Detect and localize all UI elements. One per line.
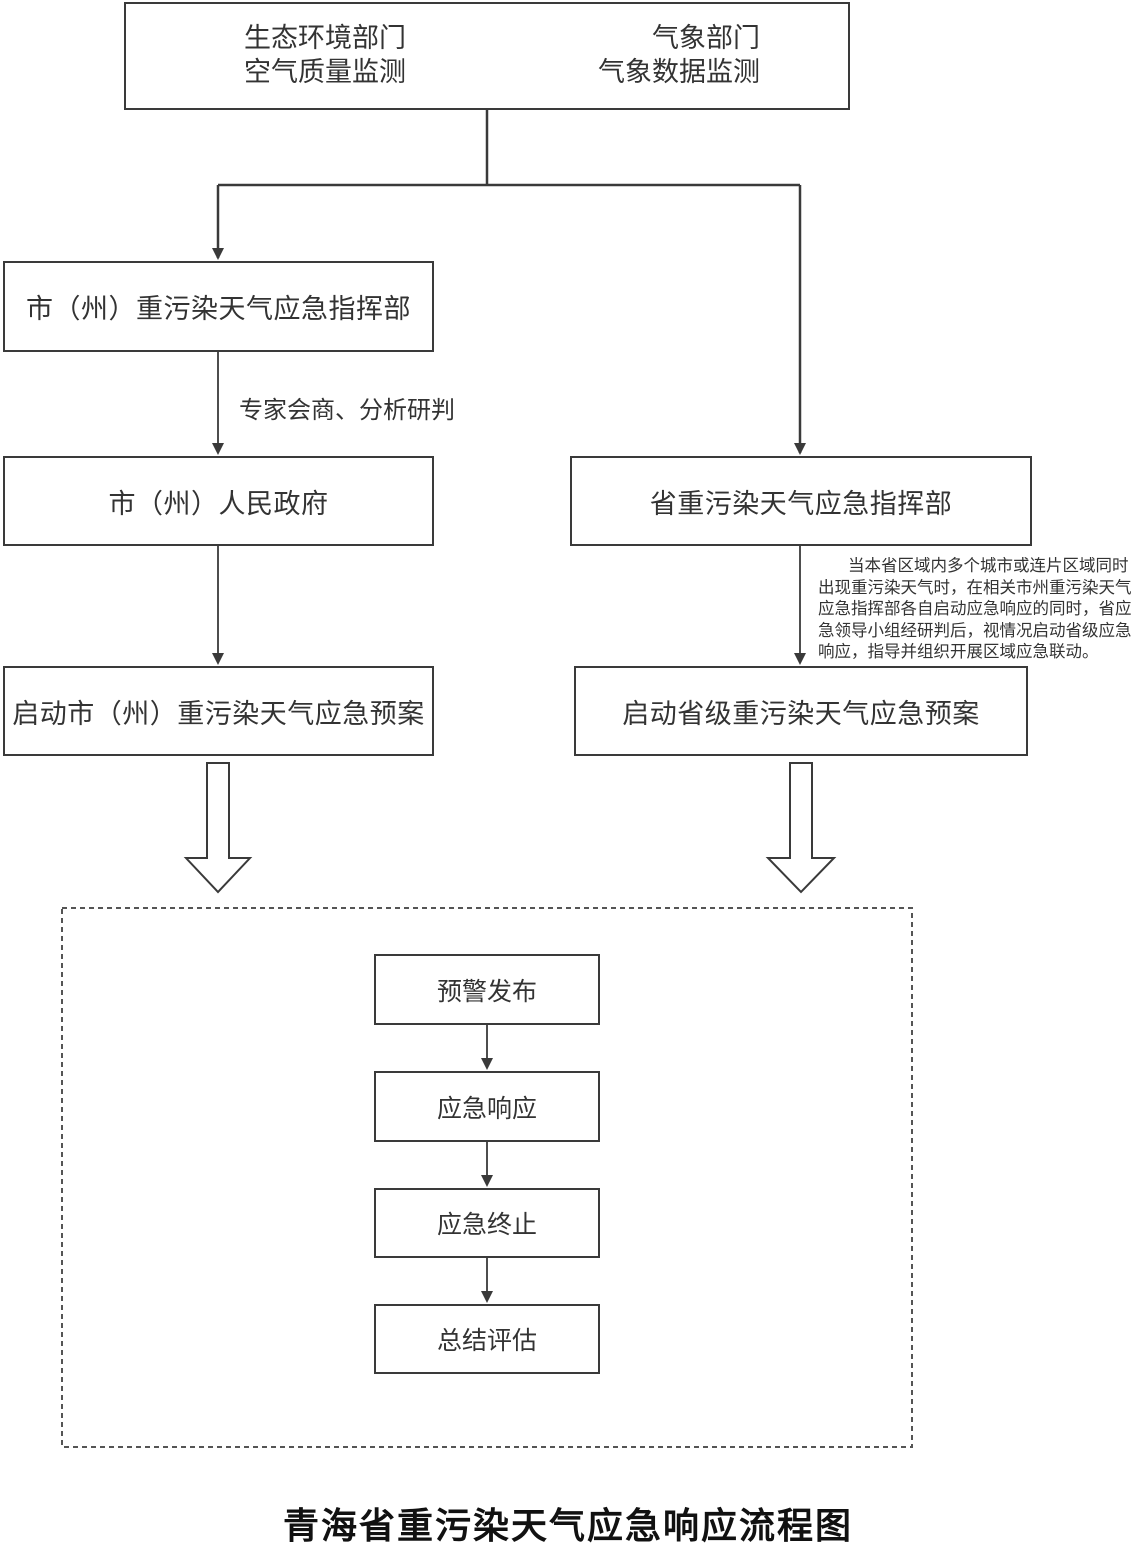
weather-data-label: 气象数据监测 (598, 57, 760, 88)
province-command-label: 省重污染天气应急指挥部 (649, 488, 953, 520)
hollow-arrow-left (183, 762, 253, 894)
city-command-label: 市（州）重污染天气应急指挥部 (26, 294, 411, 325)
connector-top-split (218, 110, 800, 187)
ecology-dept-text: 生态环境部门 空气质量监测 (200, 22, 450, 90)
city-plan-label: 启动市（州）重污染天气应急预案 (12, 698, 425, 730)
step-emergency-response: 应急响应 (374, 1071, 600, 1142)
province-note-line: 出现重污染天气时，在相关市州重污染天气 (818, 577, 1132, 597)
province-note-line: 应急指挥部各自启动应急响应的同时，省应 (818, 599, 1132, 618)
city-plan-box: 启动市（州）重污染天气应急预案 (3, 666, 434, 756)
city-government-box: 市（州）人民政府 (3, 456, 434, 546)
step-summary-evaluation: 总结评估 (374, 1304, 600, 1374)
step-label: 应急终止 (436, 1210, 537, 1239)
monitoring-box (124, 2, 850, 110)
city-command-box: 市（州）重污染天气应急指挥部 (3, 261, 434, 352)
province-note-line: 当本省区域内多个城市或连片区域同时 (848, 556, 1129, 575)
ecology-dept-label: 生态环境部门 (244, 23, 406, 54)
step-warning-release: 预警发布 (374, 954, 600, 1025)
hollow-arrow-right (765, 762, 837, 894)
province-note-line: 响应，指导并组织开展区域应急联动。 (818, 642, 1099, 661)
province-note: 当本省区域内多个城市或连片区域同时 出现重污染天气时，在相关市州重污染天气 应急… (818, 555, 1136, 663)
province-plan-label: 启动省级重污染天气应急预案 (622, 698, 980, 730)
expert-consultation-label: 专家会商、分析研判 (239, 396, 455, 424)
step-label: 应急响应 (436, 1093, 537, 1123)
step-label: 总结评估 (436, 1326, 537, 1355)
province-plan-box: 启动省级重污染天气应急预案 (574, 666, 1028, 756)
province-note-line: 急领导小组经研判后，视情况启动省级应急 (818, 620, 1132, 640)
weather-dept-label: 气象部门 (652, 23, 760, 54)
step-label: 预警发布 (436, 976, 537, 1006)
process-container (61, 907, 913, 1448)
air-quality-label: 空气质量监测 (244, 57, 406, 88)
weather-dept-text: 气象部门 气象数据监测 (540, 22, 760, 90)
step-emergency-termination: 应急终止 (374, 1188, 600, 1258)
city-government-label: 市（州）人民政府 (108, 488, 329, 520)
diagram-title: 青海省重污染天气应急响应流程图 (282, 1506, 853, 1547)
province-command-box: 省重污染天气应急指挥部 (570, 456, 1032, 546)
